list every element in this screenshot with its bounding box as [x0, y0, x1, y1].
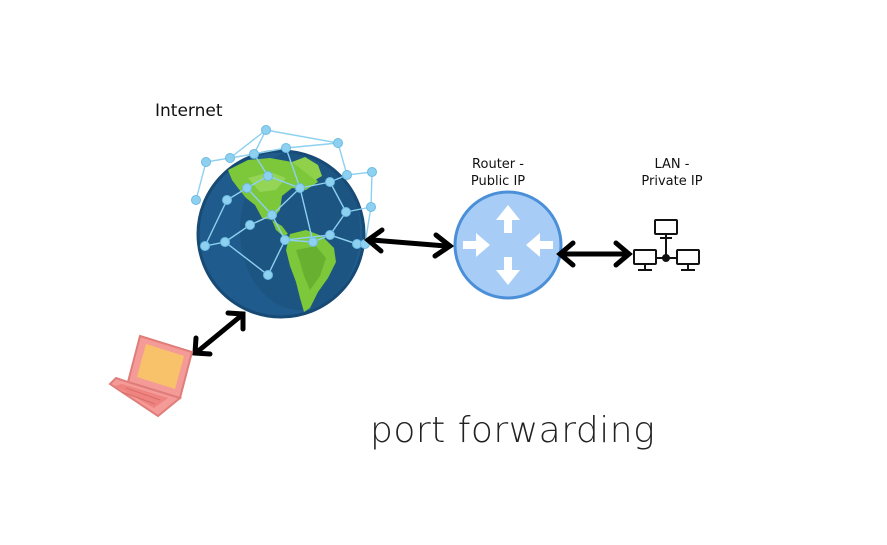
lan-label: LAN - Private IP [630, 156, 714, 190]
router-icon [453, 190, 563, 300]
internet-label: Internet [155, 101, 223, 121]
lan-label-line1: LAN - [654, 157, 690, 172]
router-label-line1: Router - [472, 157, 524, 172]
router-lan-double-arrow [556, 240, 633, 268]
lan-network-icon [633, 219, 700, 271]
laptop-icon [108, 334, 194, 418]
router-label: Router - Public IP [458, 156, 538, 190]
globe-router-double-arrow [363, 227, 455, 259]
lan-label-line2: Private IP [641, 174, 703, 189]
diagram-caption: port forwarding [370, 410, 656, 451]
internet-network-nodes [191, 125, 377, 280]
router-label-line2: Public IP [470, 174, 526, 189]
globe-laptop-double-arrow [192, 310, 246, 357]
